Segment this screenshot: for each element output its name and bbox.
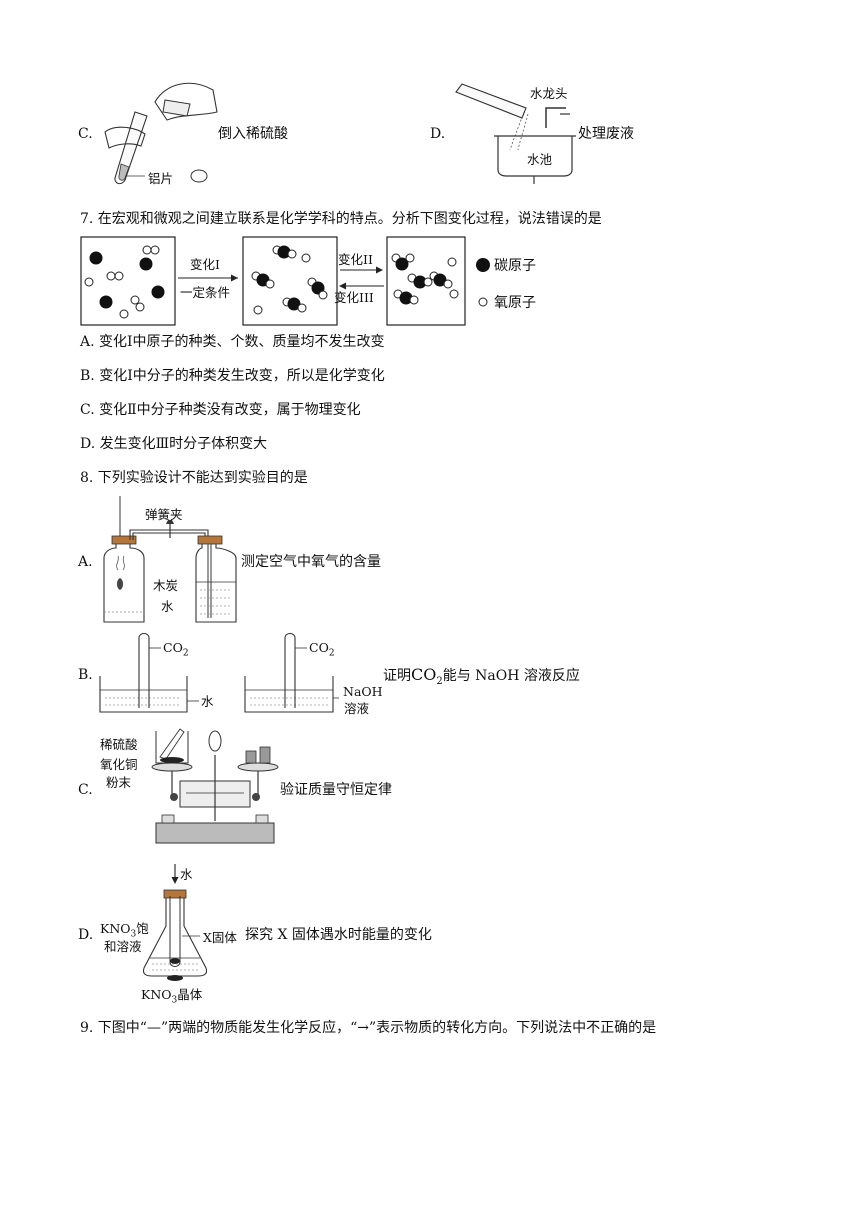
q8-d-letter: D. (78, 927, 94, 943)
q8-a-label-charcoal: 木炭 (153, 578, 179, 593)
molecule-change-diagram (80, 236, 490, 326)
q6-d-label-tap: 水龙头 (530, 86, 568, 101)
q7-option-c: C. 变化Ⅱ中分子种类没有改变，属于物理变化 (80, 402, 361, 418)
q8-c-label-acid: 稀硫酸 (100, 737, 138, 752)
box1-particles (84, 245, 165, 319)
q8-d-caption: 探究 X 固体遇水时能量的变化 (245, 927, 432, 943)
box2-particles (251, 245, 328, 315)
q8-d-label-sat-1: KNO3饱 (100, 921, 149, 940)
q8-d-label-water: 水 (180, 867, 193, 882)
q7-arrow3-bottom: 变化III (334, 290, 374, 305)
q6-c-label-al: 铝片 (148, 171, 174, 186)
q7-stem: 7. 在宏观和微观之间建立联系是化学学科的特点。分析下图变化过程，说法错误的是 (80, 211, 602, 227)
balance-apparatus (151, 728, 279, 844)
q8-d-label-x: X固体 (203, 930, 237, 945)
q8-c-caption: 验证质量守恒定律 (280, 782, 392, 798)
q7-arrow1-bottom: 一定条件 (180, 285, 231, 300)
co2-naoh-apparatus (99, 632, 339, 713)
q6-d-label-sink: 水池 (527, 152, 553, 167)
q8-b-label-naoh-1: NaOH (343, 684, 383, 699)
q8-c-letter: C. (78, 782, 93, 798)
q8-c-label-cuo-2: 粉末 (106, 775, 132, 790)
q7-arrow2-top: 变化II (338, 252, 373, 267)
q6-d-caption: 处理废液 (578, 126, 634, 142)
q8-d-label-crystal: KNO3晶体 (141, 987, 203, 1006)
q7-option-d: D. 发生变化Ⅲ时分子体积变大 (80, 436, 268, 452)
q8-b-letter: B. (78, 667, 93, 683)
q6-c-letter: C. (78, 126, 93, 142)
q8-b-caption: 证明CO2能与 NaOH 溶液反应 (383, 665, 580, 687)
q6-c-caption: 倒入稀硫酸 (218, 126, 288, 142)
q7-legend-oxygen: 氧原子 (494, 295, 536, 311)
q8-d-label-sat-2: 和溶液 (104, 939, 142, 954)
q7-option-a: A. 变化Ⅰ中原子的种类、个数、质量均不发生改变 (80, 334, 385, 350)
q8-a-caption: 测定空气中氧气的含量 (241, 554, 381, 570)
q8-b-label-water: 水 (201, 694, 214, 709)
oxygen-content-apparatus (103, 496, 237, 623)
pouring-acid-figure (104, 82, 218, 185)
q8-b-label-naoh-2: 溶液 (344, 701, 370, 716)
q7-legend-carbon: 碳原子 (494, 258, 536, 274)
q8-b-co2-right: CO2 (309, 640, 335, 659)
box3-particles (391, 253, 459, 305)
q8-c-label-cuo-1: 氧化铜 (100, 757, 138, 772)
waste-liquid-figure (455, 83, 576, 184)
q8-stem: 8. 下列实验设计不能达到实验目的是 (80, 470, 308, 486)
q8-a-label-clip: 弹簧夹 (145, 507, 183, 522)
q8-a-label-water: 水 (161, 599, 174, 614)
q8-a-letter: A. (78, 554, 93, 570)
flask-apparatus (142, 864, 208, 981)
q7-option-b: B. 变化Ⅰ中分子的种类发生改变，所以是化学变化 (80, 368, 385, 384)
q6-d-letter: D. (430, 126, 446, 142)
q9-stem: 9. 下图中“—”两端的物质能发生化学反应，“→”表示物质的转化方向。下列说法中… (80, 1020, 657, 1036)
q7-arrow1-top: 变化I (190, 257, 220, 272)
q8-b-co2-left: CO2 (163, 640, 189, 659)
